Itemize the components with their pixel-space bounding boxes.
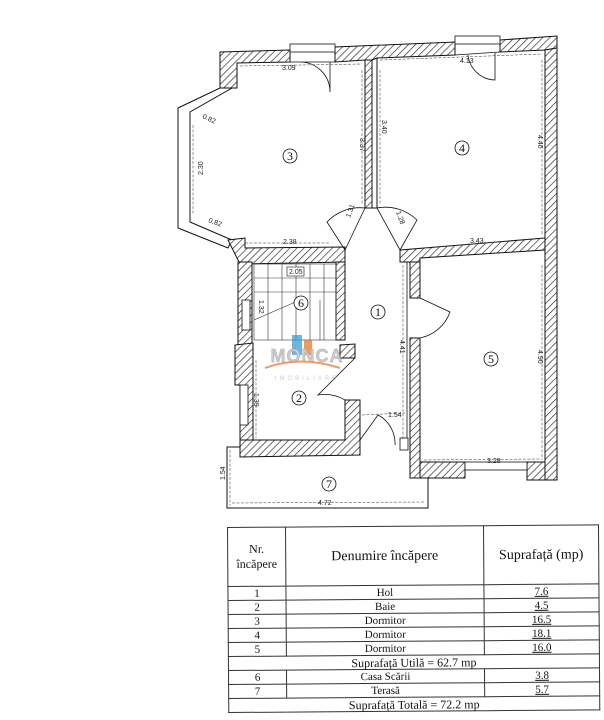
staircase: [253, 263, 337, 341]
dim-door-4: 1.28: [394, 210, 405, 225]
walls: [177, 35, 558, 481]
wall-room5-left-top: [409, 261, 421, 299]
dim-door-3: 1.31: [345, 203, 356, 218]
wall-3-4: [364, 59, 373, 209]
wall-top-left: [219, 49, 291, 89]
room-label-7: 7: [326, 477, 332, 491]
dim-r5-right: 4.90: [536, 350, 543, 364]
dim-r4-bottom: 3.43: [470, 238, 484, 245]
wall-room5-bottom-right: [526, 461, 546, 481]
dim-r3-bottom: 2.38: [283, 239, 297, 246]
total-area: Suprafață Totală = 72.2 mp: [228, 695, 600, 713]
dim-hall-side: 4.41: [398, 340, 405, 354]
windows: [239, 35, 528, 471]
room-label-3: 3: [287, 149, 293, 163]
dim-r3-bay-top: 0.82: [201, 113, 216, 125]
dim-r3-right: 3.37: [358, 138, 365, 152]
dim-terrace-bottom: 4.72: [318, 500, 332, 507]
svg-text:IMOBILIARE: IMOBILIARE: [275, 376, 339, 382]
room-label-4: 4: [459, 141, 465, 155]
dim-stair-top: 2.05: [289, 269, 303, 276]
dim-r4-right: 4.46: [536, 135, 543, 149]
wall-room2-bottom: [239, 399, 361, 458]
doors: [290, 51, 501, 451]
wall-right: [544, 47, 558, 481]
room-label-6: 6: [298, 296, 304, 310]
dim-r4-left: 3.40: [380, 120, 387, 134]
wall-room5-bottom-left: [419, 461, 466, 479]
room-label-5: 5: [488, 352, 494, 366]
dim-r5-bottom: 3.28: [487, 458, 501, 465]
wall-room5-left-bottom: [409, 337, 421, 479]
dim-stair-side: 1.32: [257, 300, 264, 314]
floor-plan: 3.09 0.82 2.30 0.82 2.38 3.37 3.40 4.13 …: [177, 35, 558, 509]
dim-r3-bay-bottom: 0.82: [207, 217, 222, 228]
dim-r3-top: 3.09: [282, 65, 296, 72]
room-label-1: 1: [375, 305, 381, 319]
wall-room4-bottom: [399, 237, 546, 263]
header-name: Denumire încăpere: [285, 525, 484, 587]
dim-hall-bottom: 1.54: [388, 412, 402, 419]
wall-top-middle: [334, 41, 456, 63]
dim-r2-side: 1.39: [252, 393, 259, 407]
wall-stairs-right: [335, 261, 346, 341]
dim-r4-top: 4.13: [460, 58, 474, 65]
watermark-logo: MONCA IMOBILIARE: [264, 335, 344, 382]
dimension-lines: [192, 53, 543, 506]
svg-text:MONCA: MONCA: [271, 346, 344, 366]
dim-r3-bay-side: 2.30: [198, 161, 205, 175]
dim-terrace-side: 1.54: [220, 466, 227, 480]
terrace-outline: [226, 446, 429, 509]
header-area: Suprafață (mp): [483, 524, 599, 585]
room-area-table: Nr. încăpere Denumire încăpere Suprafață…: [227, 524, 600, 713]
room-label-2: 2: [296, 391, 302, 405]
bay-window: [177, 87, 234, 249]
header-nr: Nr. încăpere: [227, 527, 286, 587]
